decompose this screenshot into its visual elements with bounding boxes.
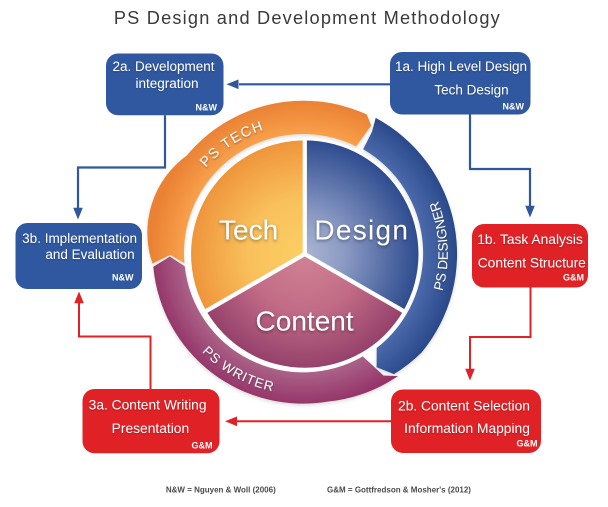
svg-text:Tech Design: Tech Design [434,83,508,98]
svg-text:and Evaluation: and Evaluation [45,247,134,262]
svg-text:N&W = Nguyen & Woll (2006): N&W = Nguyen & Woll (2006) [166,486,276,495]
svg-text:Design: Design [314,215,409,246]
svg-text:N&W: N&W [112,273,134,283]
svg-text:Tech: Tech [219,215,278,246]
svg-text:PS Design and Development Meth: PS Design and Development Methodology [114,8,501,28]
svg-text:2b. Content Selection: 2b. Content Selection [398,398,530,413]
svg-text:3b. Implementation: 3b. Implementation [22,231,137,246]
svg-text:2a. Development: 2a. Development [112,59,214,74]
svg-text:Presentation: Presentation [112,421,189,436]
svg-text:N&W: N&W [503,102,525,112]
svg-text:3a. Content Writing: 3a. Content Writing [89,397,207,412]
svg-text:Information Mapping: Information Mapping [404,421,530,436]
svg-text:Content: Content [256,306,354,337]
svg-text:integration: integration [135,76,198,91]
svg-text:Content Structure: Content Structure [478,255,586,270]
svg-text:G&M: G&M [517,438,538,448]
svg-text:1a. High Level Design: 1a. High Level Design [395,59,527,74]
svg-text:G&M: G&M [192,441,213,451]
svg-text:G&M: G&M [563,273,584,283]
svg-text:1b. Task Analysis: 1b. Task Analysis [477,232,583,247]
svg-text:N&W: N&W [196,102,218,112]
svg-text:G&M = Gottfredson & Mosher's (: G&M = Gottfredson & Mosher's (2012) [327,486,471,495]
